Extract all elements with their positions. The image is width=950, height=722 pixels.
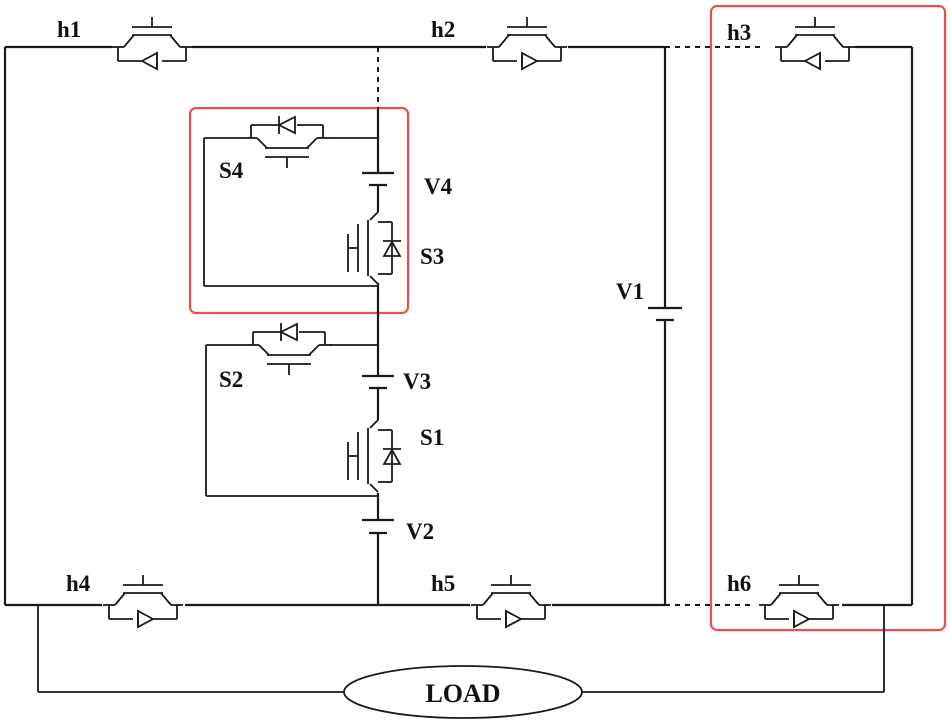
switch-h4-symbol bbox=[103, 575, 183, 629]
label-v2: V2 bbox=[406, 519, 434, 544]
label-s2: S2 bbox=[219, 367, 243, 392]
label-s1: S1 bbox=[420, 425, 444, 450]
switch-h3-symbol bbox=[775, 17, 855, 71]
switch-h2-symbol bbox=[487, 17, 567, 71]
battery-v4-symbol bbox=[362, 171, 394, 187]
switch-s3-symbol bbox=[347, 211, 402, 285]
label-h5: h5 bbox=[431, 571, 455, 596]
label-h2: h2 bbox=[431, 17, 455, 42]
load-ellipse bbox=[343, 665, 583, 719]
battery-v1-symbol bbox=[648, 306, 682, 322]
switch-s4-symbol bbox=[244, 115, 330, 168]
switch-s1-symbol bbox=[347, 419, 402, 493]
switch-h6-symbol bbox=[759, 575, 839, 629]
switch-s2-symbol bbox=[246, 322, 332, 375]
load-label: LOAD bbox=[425, 679, 500, 708]
wires bbox=[3, 45, 914, 693]
label-v4: V4 bbox=[424, 174, 453, 199]
label-v3: V3 bbox=[403, 369, 431, 394]
label-v1: V1 bbox=[616, 279, 644, 304]
switch-h5-symbol bbox=[471, 575, 551, 629]
battery-v2-symbol bbox=[362, 518, 394, 535]
label-h3: h3 bbox=[727, 20, 751, 45]
battery-v3-symbol bbox=[362, 374, 394, 390]
highlight-box-h3-h6 bbox=[709, 4, 947, 632]
label-h1: h1 bbox=[57, 17, 81, 42]
label-h4: h4 bbox=[66, 571, 91, 596]
switch-h1-symbol bbox=[112, 17, 192, 71]
label-h6: h6 bbox=[727, 571, 751, 596]
label-s4: S4 bbox=[219, 158, 244, 183]
label-s3: S3 bbox=[420, 244, 444, 269]
highlight-box-s3-s4 bbox=[188, 106, 410, 315]
